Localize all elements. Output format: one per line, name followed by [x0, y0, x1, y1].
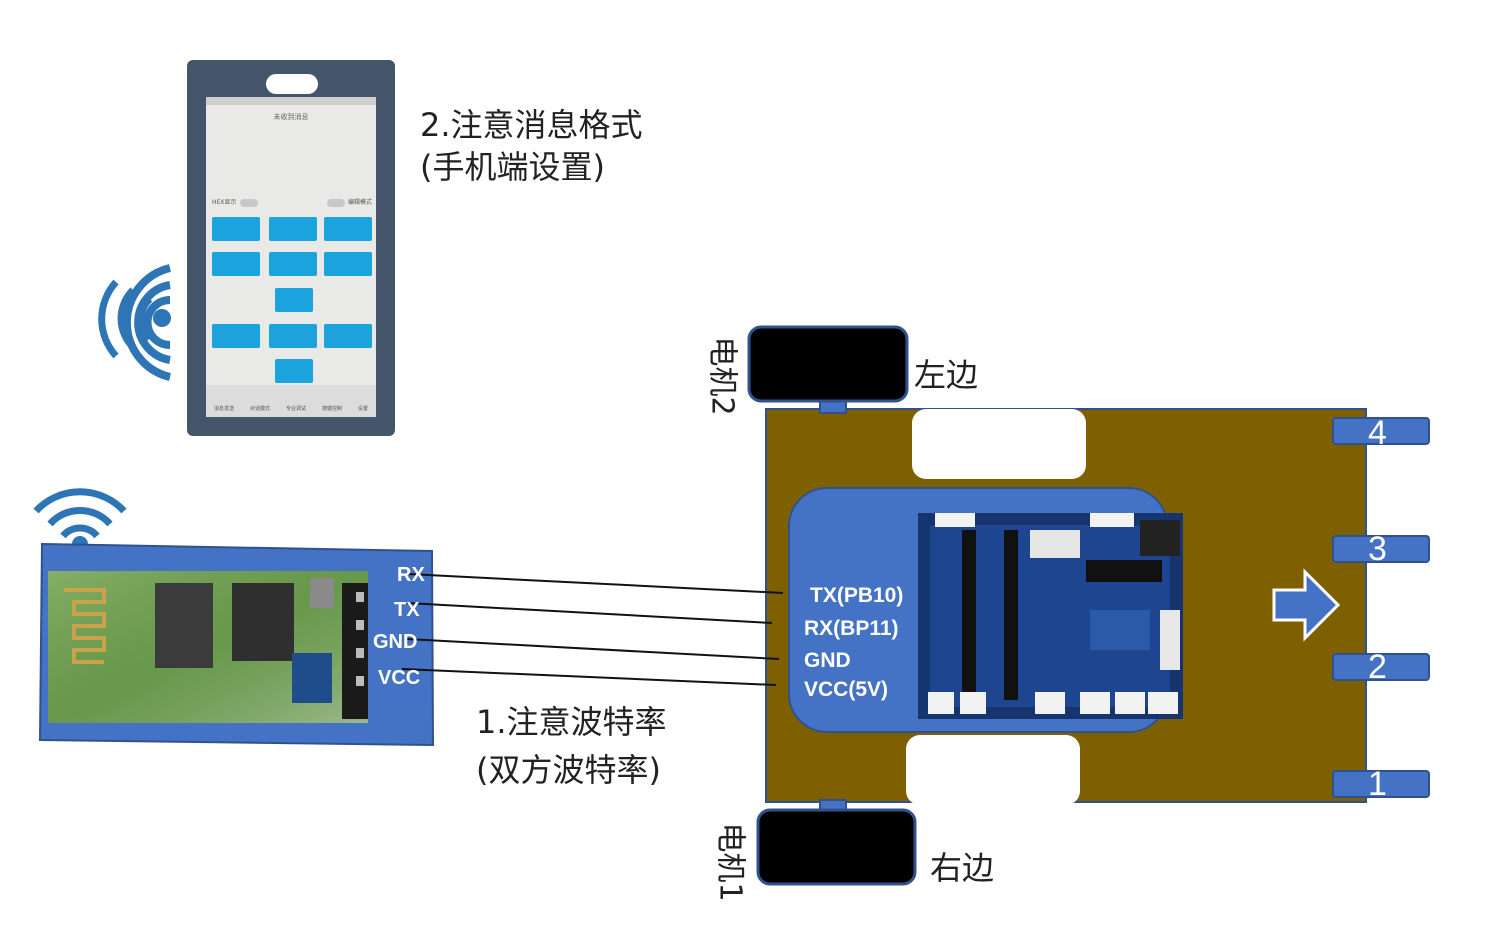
baud-note-line2: (双方波特率) — [476, 746, 667, 794]
bt-pin-vcc: VCC — [378, 667, 420, 690]
motor-2-side: 左边 — [914, 350, 978, 396]
sensor-4-num: 4 — [1368, 414, 1387, 453]
ctrl-pin-gnd: GND — [804, 649, 851, 673]
baud-note: 1.注意波特率 (双方波特率) — [476, 698, 667, 794]
bt-pin-rx: RX — [397, 564, 425, 587]
baud-note-line1: 1.注意波特率 — [476, 698, 667, 746]
phone-header-text: 未收到消息 — [274, 113, 309, 121]
phone-tab-chat[interactable]: 对话模式 — [250, 405, 270, 412]
phone-note: 2.注意消息格式 (手机端设置) — [420, 104, 643, 188]
bt-pin-gnd: GND — [373, 631, 417, 654]
bt-pin-header — [342, 583, 368, 719]
phone-tab-settings[interactable]: 设置 — [358, 405, 368, 412]
sensor-3-num: 3 — [1368, 530, 1387, 569]
sensor-2-num: 2 — [1368, 648, 1387, 687]
phone-hex-label: HEX显示 — [212, 197, 236, 206]
phone-tab-bar — [206, 385, 376, 417]
phone-note-line2: (手机端设置) — [420, 146, 643, 188]
phone-note-line1: 2.注意消息格式 — [420, 104, 643, 146]
motor-2-label: 电机2 — [704, 336, 748, 415]
ctrl-pin-vcc: VCC(5V) — [804, 678, 888, 702]
phone-tab-debug[interactable]: 专业调试 — [286, 405, 306, 412]
chassis-cutout-top — [912, 409, 1086, 479]
motor-1-label: 电机1 — [712, 822, 756, 901]
motor-1 — [758, 810, 915, 884]
chassis-cutout-bottom — [906, 735, 1080, 805]
phone-tab-labels: 消息发送 对话模式 专业调试 按键控制 设置 — [206, 405, 376, 412]
phone-tab-keys[interactable]: 按键控制 — [322, 405, 342, 412]
bt-pin-tx: TX — [394, 599, 420, 622]
ctrl-pin-tx: TX(PB10) — [810, 584, 903, 608]
motor-1-side: 右边 — [930, 843, 994, 889]
phone-notch — [266, 74, 318, 94]
phone-header: 未收到消息 — [206, 112, 376, 122]
motor-2 — [749, 327, 907, 401]
wifi-icon — [36, 492, 124, 536]
connection-wires — [402, 574, 783, 685]
sensor-1-num: 1 — [1368, 765, 1387, 804]
phone-tab-send[interactable]: 消息发送 — [214, 405, 234, 412]
phone-edit-label: 编辑模式 — [348, 197, 372, 206]
phone-signal-icon — [153, 309, 171, 327]
ctrl-pin-rx: RX(BP11) — [804, 617, 899, 641]
